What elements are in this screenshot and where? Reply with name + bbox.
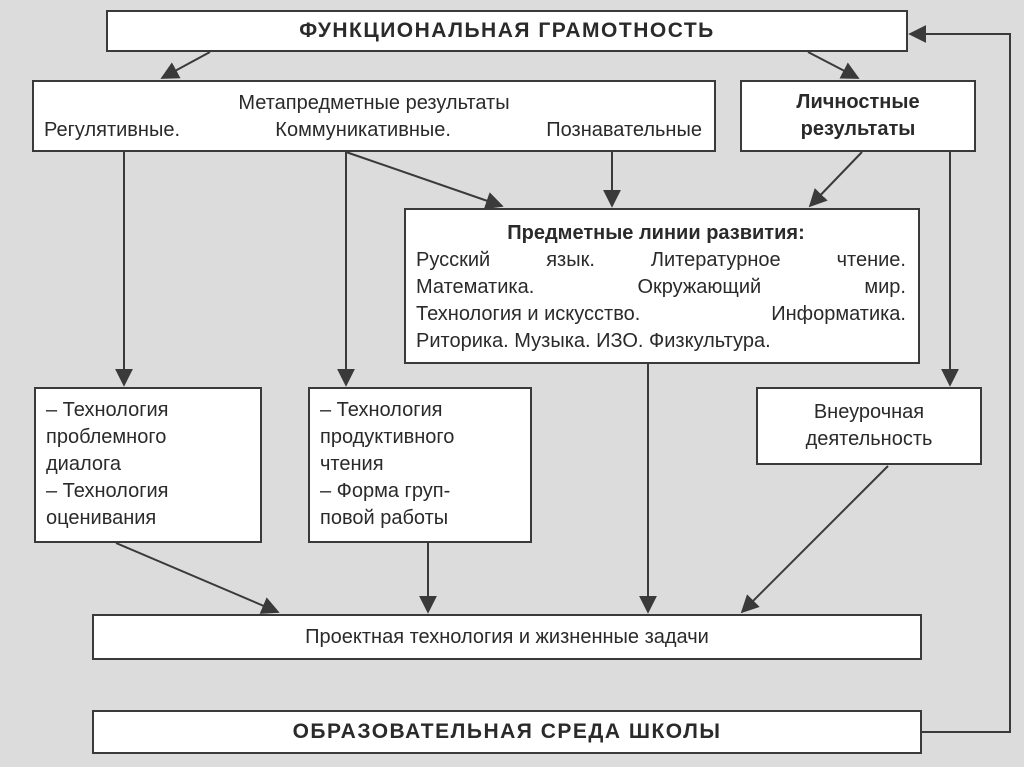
functional-literacy-box: ФУНКЦИОНАЛЬНАЯ ГРАМОТНОСТЬ [106,10,908,52]
arrow-extra-to-project [740,465,889,614]
meta-item-cognitive: Познавательные [546,119,702,141]
tech1-line: оценивания [46,507,157,529]
environment-title: ОБРАЗОВАТЕЛЬНАЯ СРЕДА ШКОЛЫ [292,720,722,743]
subject-line-1: Русский язык. Литературное чтение. [416,247,906,274]
meta-item-regulative: Регулятивные. [44,119,180,141]
metasubject-results-box: Метапредметные результаты Регулятивные. … [32,80,716,152]
arrow-meta-to-subject-diag [345,151,504,210]
tech1-line: проблемного [46,426,167,448]
arrow-environment-to-top [908,25,1011,733]
tech2-line: чтения [320,453,384,475]
subject-word: Литературное [650,249,781,271]
school-environment-box: ОБРАЗОВАТЕЛЬНАЯ СРЕДА ШКОЛЫ [92,710,922,754]
project-title: Проектная технология и жизненные задачи [305,625,709,648]
metasubject-title: Метапредметные результаты [238,92,510,114]
project-technology-box: Проектная технология и жизненные задачи [92,614,922,660]
subject-heading: Предметные линии развития: [507,222,805,244]
subject-word: Риторика. Музыка. ИЗО. Физкультура. [416,330,771,352]
subject-word: чтение. [836,249,906,271]
subject-line-2: Математика. Окружающий мир. [416,274,906,301]
subject-line-4: Риторика. Музыка. ИЗО. Физкультура. [416,328,906,355]
subject-word: язык. [546,249,595,271]
subject-word: Математика. [416,276,535,298]
tech2-line: продуктивного [320,426,455,448]
personal-results-box: Личностные результаты [740,80,976,152]
problem-dialogue-technology-box: – Технология проблемного диалога – Техно… [34,387,262,543]
tech2-line: – Форма груп- [320,480,451,502]
subject-word: Окружающий [637,276,762,298]
arrow-top-to-meta [160,51,211,79]
tech1-line: – Технология [46,480,169,502]
arrow-top-to-personal [807,51,860,79]
arrow-tech1-to-project [115,542,280,614]
meta-item-communicative: Коммуникативные. [275,119,451,141]
subject-word: Технология и искусство. [416,303,641,325]
subject-word: Информатика. [771,303,906,325]
personal-line-1: Личностные [796,91,920,113]
extra-line-1: Внеурочная [813,401,925,423]
tech2-line: – Технология [320,399,443,421]
arrow-personal-to-subject [808,151,863,208]
functional-literacy-title: ФУНКЦИОНАЛЬНАЯ ГРАМОТНОСТЬ [299,19,715,42]
productive-reading-technology-box: – Технология продуктивного чтения – Форм… [308,387,532,543]
extra-line-2: деятельность [805,428,933,450]
tech2-line: повой работы [320,507,449,529]
tech1-line: – Технология [46,399,169,421]
subject-word: мир. [864,276,906,298]
subject-word: Русский [416,249,491,271]
subject-lines-box: Предметные линии развития: Русский язык.… [404,208,920,364]
personal-line-2: результаты [800,118,916,140]
subject-line-3: Технология и искусство. Информатика. [416,301,906,328]
tech1-line: диалога [46,453,121,475]
extracurricular-box: Внеурочная деятельность [756,387,982,465]
